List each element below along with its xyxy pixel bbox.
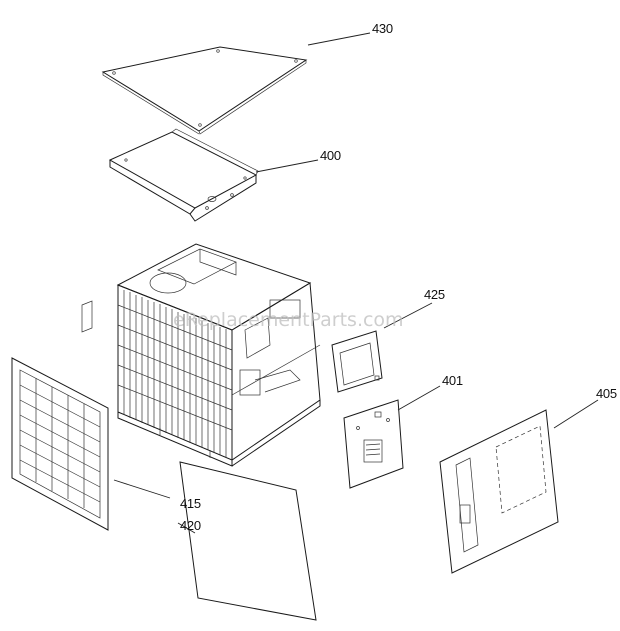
part-401-control-panel	[343, 399, 404, 489]
label-425: 425	[424, 287, 445, 302]
label-405: 405	[596, 386, 617, 401]
label-430: 430	[372, 21, 393, 36]
leader-405	[553, 399, 599, 429]
leader-425	[383, 302, 433, 329]
part-415-front-grille	[11, 357, 109, 531]
label-400: 400	[320, 148, 341, 163]
watermark-text: eReplacementParts.com	[173, 309, 404, 331]
leader-430	[307, 32, 371, 46]
part-400-top-inner-panel	[108, 128, 259, 222]
leader-401	[397, 385, 441, 411]
side-label-plate	[81, 300, 93, 333]
label-415: 415	[180, 496, 201, 511]
label-420: 420	[180, 518, 201, 533]
part-425-control-bracket	[331, 330, 383, 393]
part-430-top-cover	[101, 46, 308, 135]
label-401: 401	[442, 373, 463, 388]
part-420-side-panel	[179, 461, 317, 621]
part-405-front-access-panel	[439, 409, 559, 574]
leader-415	[113, 479, 171, 499]
main-unit-cabinet	[116, 243, 321, 467]
leader-420	[177, 522, 196, 534]
leader-400	[255, 159, 319, 173]
leader-lines	[113, 32, 599, 534]
